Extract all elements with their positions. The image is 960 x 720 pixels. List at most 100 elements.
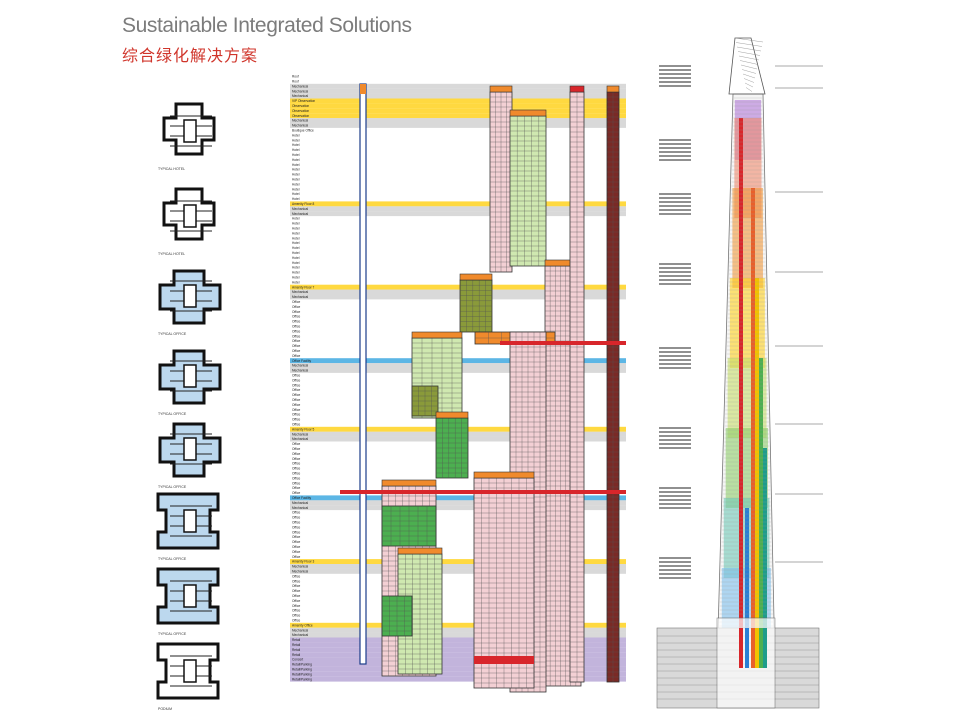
floor-label: Observation — [292, 109, 309, 113]
floor-label: Mechanical — [292, 212, 308, 216]
floor-label: Office — [292, 521, 300, 525]
floor-band — [290, 662, 626, 667]
floor-label: Hotel — [292, 261, 300, 265]
plan-label: PODIUM — [158, 707, 172, 711]
floor-label: Mechanical — [292, 124, 308, 128]
floor-label: Office — [292, 535, 300, 539]
floor-label: Retail/Parking — [292, 663, 312, 667]
floor-band — [290, 642, 626, 648]
floor-label: Office — [292, 334, 300, 338]
block-cap — [411, 331, 463, 339]
floor-label: Hotel — [292, 173, 300, 177]
floor-label: Hotel — [292, 280, 300, 284]
crown-lattice — [741, 69, 757, 74]
floor-label: Office — [292, 452, 300, 456]
floor-label: Office — [292, 310, 300, 314]
floor-label: Hotel — [292, 178, 300, 182]
floor-label: Hotel — [292, 153, 300, 157]
floor-label: Mechanical — [292, 84, 308, 88]
page-title: Sustainable Integrated Solutions — [122, 14, 412, 37]
floor-label: Office Facility — [292, 496, 311, 500]
floor-label: Office — [292, 467, 300, 471]
red-band — [500, 341, 626, 345]
floor-label: Office — [292, 530, 300, 534]
floor-label: Retail — [292, 643, 300, 647]
floor-label: Hotel — [292, 246, 300, 250]
floor-label: Office — [292, 584, 300, 588]
floor-label: Mechanical — [292, 290, 308, 294]
vertical-column — [359, 83, 367, 665]
block-cap — [459, 273, 493, 281]
floor-label: Mechanical — [292, 364, 308, 368]
floor-band — [290, 201, 626, 207]
plan-core — [183, 119, 197, 143]
program-block — [459, 273, 493, 333]
red-band — [474, 656, 534, 664]
floor-label: Hotel — [292, 168, 300, 172]
floor-label: Hotel — [292, 182, 300, 186]
floor-label: Office — [292, 589, 300, 593]
crown-lattice — [743, 78, 755, 83]
floor-plan: TYPICAL OFFICE — [158, 269, 222, 336]
floor-label: Hotel — [292, 197, 300, 201]
vertical-shaft — [745, 508, 749, 668]
floor-label: Retail — [292, 653, 300, 657]
floor-label: Office — [292, 447, 300, 451]
floor-label: Boutique Office — [292, 129, 314, 133]
floor-label: Mechanical — [292, 570, 308, 574]
plan-label: TYPICAL OFFICE — [158, 332, 187, 336]
floor-band — [290, 652, 626, 658]
floor-label: Office — [292, 403, 300, 407]
floor-label: Hotel — [292, 227, 300, 231]
floor-label: Office — [292, 413, 300, 417]
floor-plan: PODIUM — [156, 642, 220, 711]
floor-label: Office — [292, 476, 300, 480]
floor-label: Hotel — [292, 271, 300, 275]
floor-label: Office — [292, 555, 300, 559]
floor-label: Office — [292, 579, 300, 583]
floor-label: Hotel — [292, 256, 300, 260]
floor-label: Office — [292, 614, 300, 618]
floor-label: Office — [292, 442, 300, 446]
floor-band — [290, 118, 626, 123]
floor-label: Mechanical — [292, 119, 308, 123]
plan-core — [183, 204, 197, 228]
floor-band — [290, 88, 626, 94]
floor-label: Amenity Floor 7 — [292, 285, 315, 289]
floor-label: Office — [292, 545, 300, 549]
plan-core — [183, 364, 197, 388]
plan-label: TYPICAL HOTEL — [158, 252, 185, 256]
plan-core — [183, 284, 197, 308]
floor-label: Hotel — [292, 217, 300, 221]
floor-label: Hotel — [292, 192, 300, 196]
red-band — [340, 490, 626, 494]
floor-label: Retail/Parking — [292, 677, 312, 681]
plan-label: TYPICAL OFFICE — [158, 557, 187, 561]
program-block — [411, 331, 463, 419]
floor-label: Office — [292, 574, 300, 578]
floor-label: Mechanical — [292, 295, 308, 299]
floor-label: Office — [292, 525, 300, 529]
block-cap — [509, 109, 547, 117]
floor-label: Roof — [292, 75, 299, 79]
floor-label: Office — [292, 320, 300, 324]
crown-lattice — [737, 51, 761, 56]
program-block — [381, 505, 437, 547]
tower-crown — [728, 37, 766, 95]
floor-label: Roof — [292, 80, 299, 84]
floor-label: Office — [292, 511, 300, 515]
floor-label: Hotel — [292, 266, 300, 270]
floor-label: Office — [292, 374, 300, 378]
floor-label: Office — [292, 418, 300, 422]
floor-label: Mechanical — [292, 506, 308, 510]
floor-label: Hotel — [292, 187, 300, 191]
floor-band — [290, 671, 626, 677]
block-cap — [435, 411, 469, 419]
floor-band — [290, 495, 626, 501]
floor-band — [290, 108, 626, 114]
shaft-base — [755, 628, 759, 668]
floor-label: Office — [292, 472, 300, 476]
floor-plan: TYPICAL OFFICE — [156, 567, 220, 636]
floor-band — [290, 113, 626, 119]
floor-label: Hotel — [292, 241, 300, 245]
